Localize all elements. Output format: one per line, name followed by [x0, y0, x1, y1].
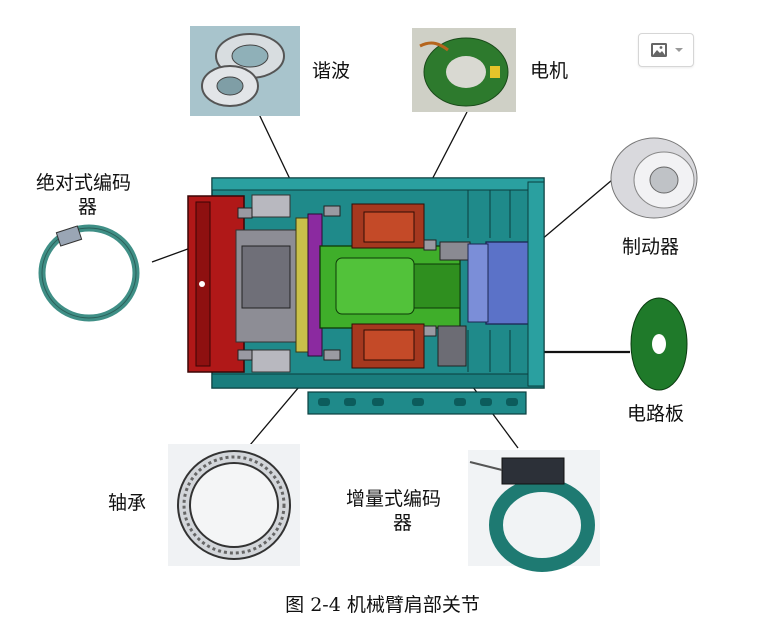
harmonic-drive-image — [190, 26, 300, 116]
bearing-image — [168, 444, 300, 566]
figure-caption: 图 2-4 机械臂肩部关节 — [285, 594, 480, 616]
label-absolute-encoder-line2: 器 — [78, 196, 98, 218]
label-incremental-encoder-line2: 器 — [393, 512, 413, 534]
motor-image — [412, 28, 516, 112]
chevron-down-icon — [675, 48, 683, 52]
joint-cross-section — [187, 177, 545, 415]
absolute-encoder-image — [38, 224, 140, 322]
label-harmonic: 谐波 — [312, 60, 351, 82]
image-menu-button[interactable] — [638, 33, 694, 67]
circuit-board-image — [630, 297, 688, 391]
label-brake: 制动器 — [622, 236, 680, 258]
label-bearing: 轴承 — [108, 492, 147, 514]
label-motor: 电机 — [530, 60, 569, 82]
label-incremental-encoder-line1: 增量式编码 — [346, 488, 442, 510]
incremental-encoder-image — [468, 450, 600, 572]
label-circuit-board: 电路板 — [627, 403, 685, 425]
brake-image — [610, 137, 698, 219]
label-absolute-encoder-line1: 绝对式编码 — [36, 172, 132, 194]
image-icon — [651, 43, 667, 57]
